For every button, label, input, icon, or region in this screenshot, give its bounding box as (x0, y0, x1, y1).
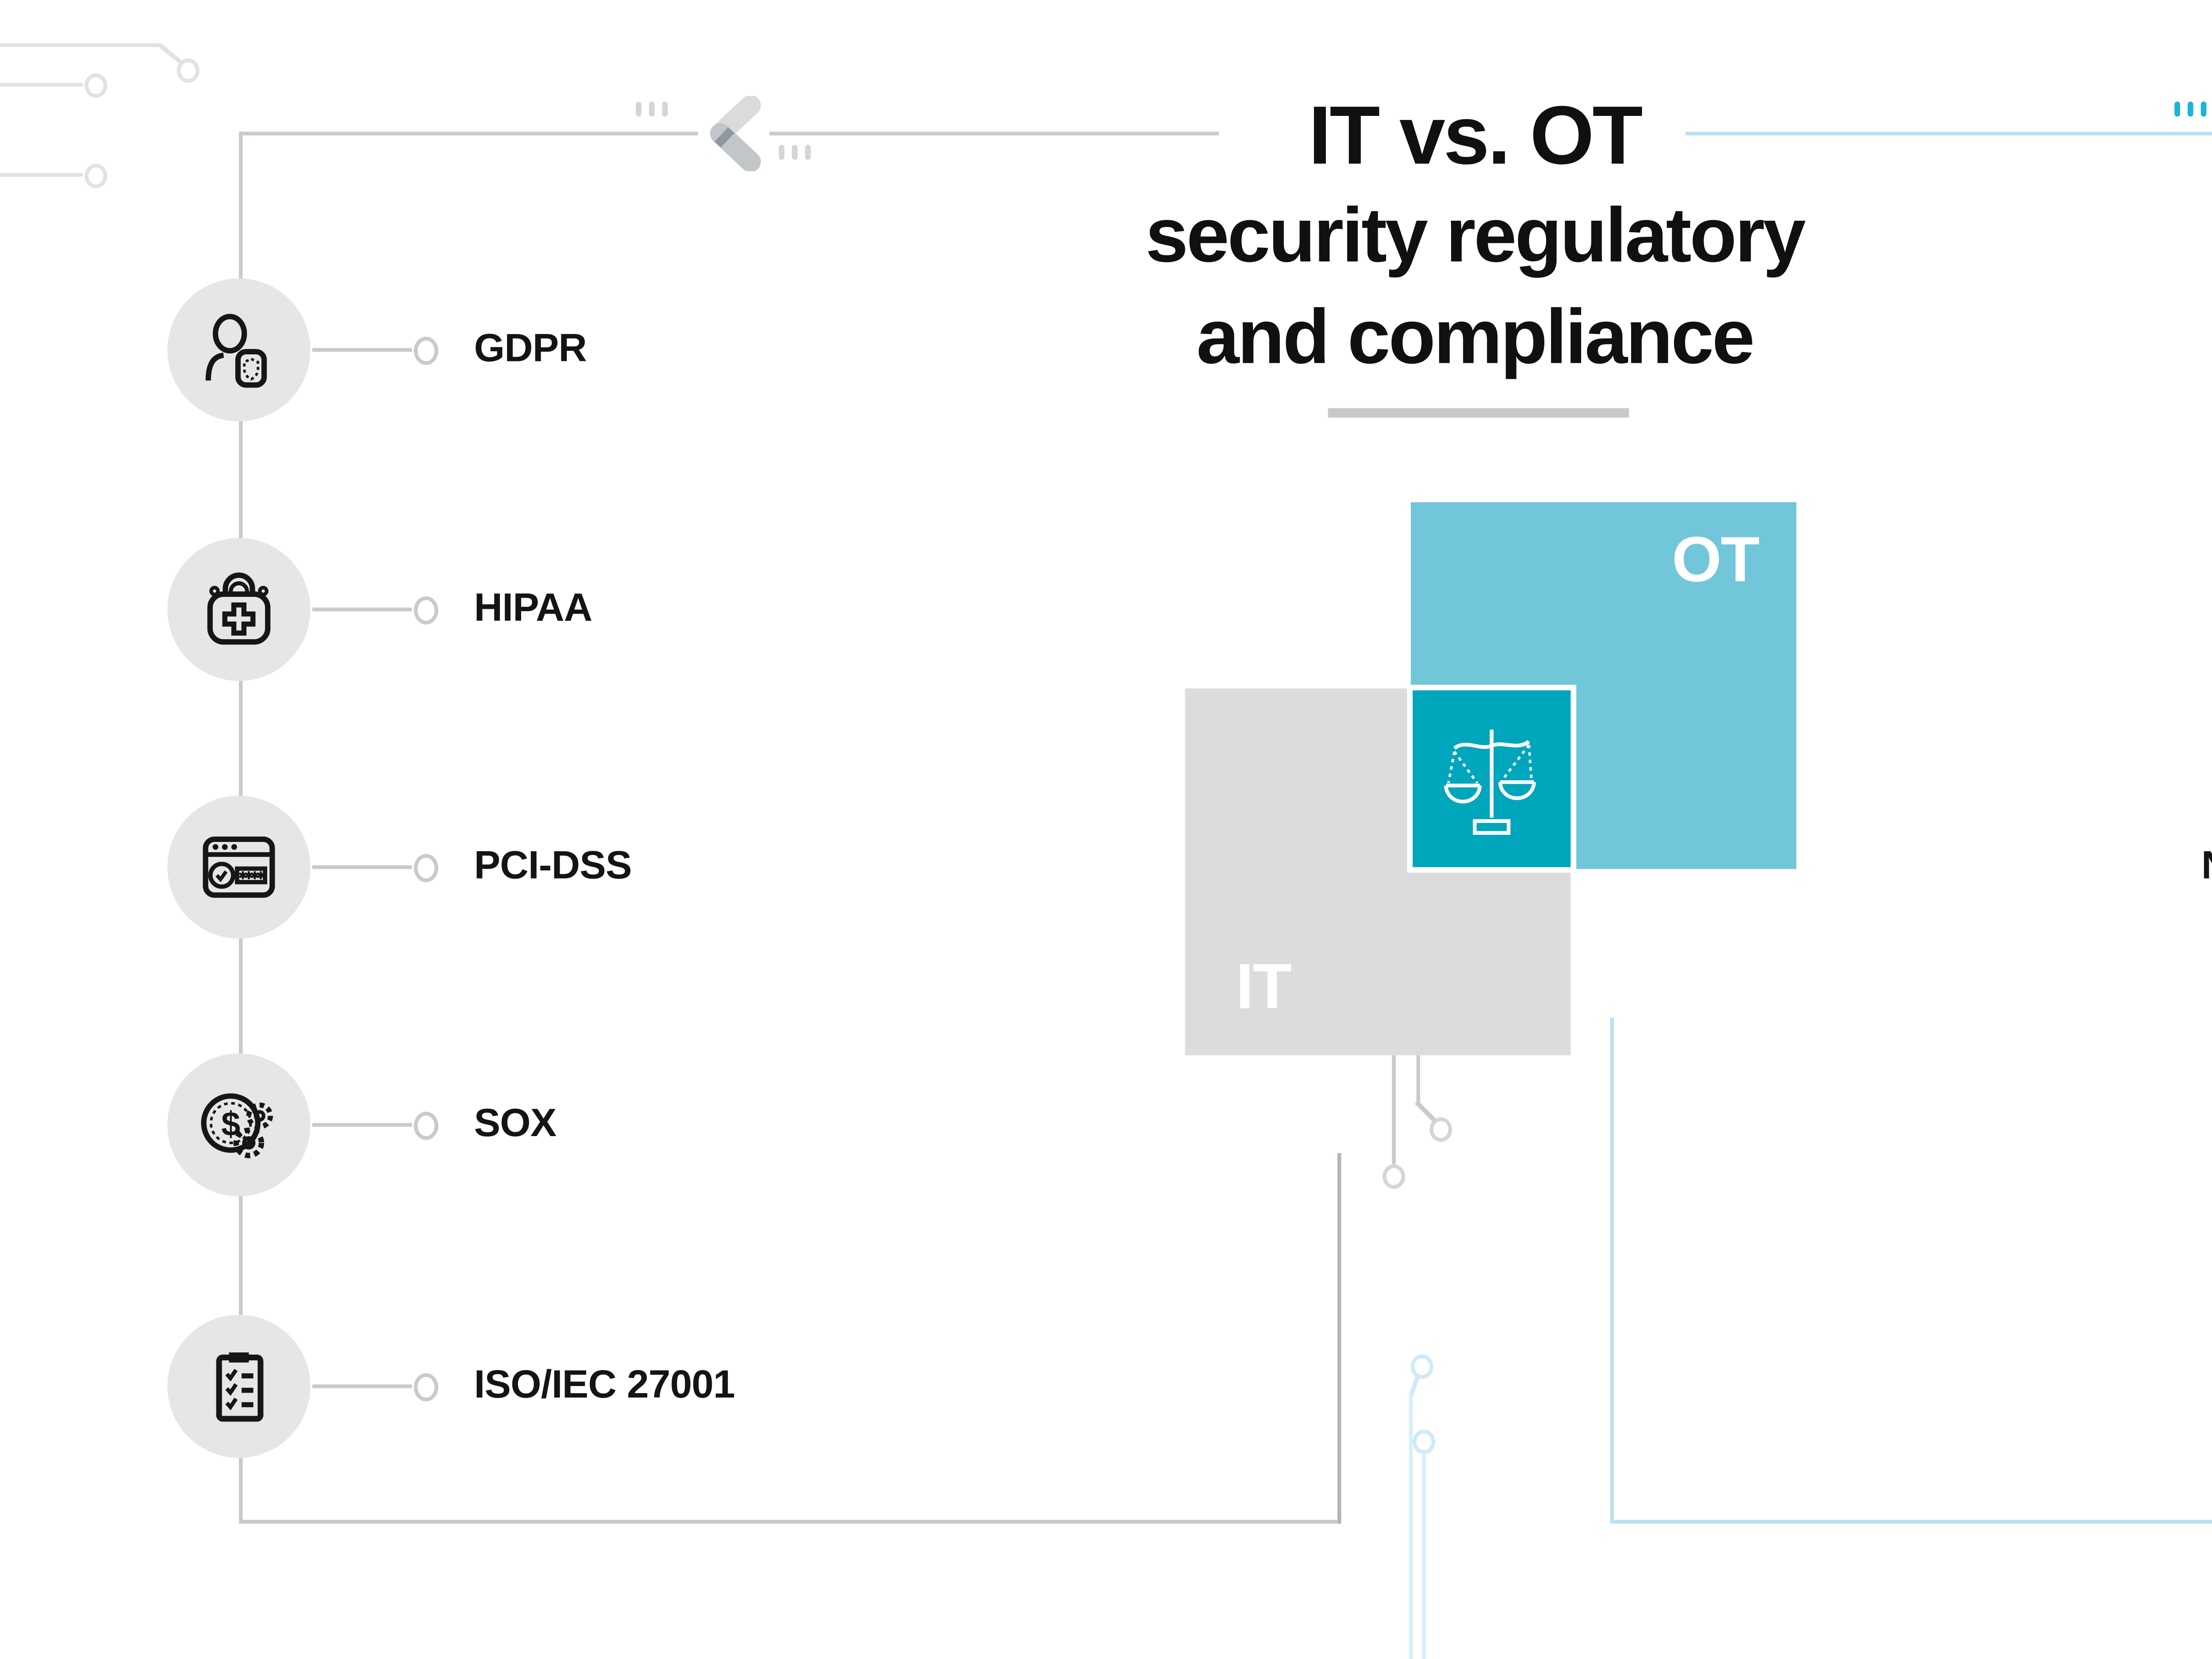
circuit-node (177, 58, 200, 83)
label-iec-62443: IEC 62443 (2032, 583, 2212, 636)
connector-line (312, 865, 412, 870)
circuit-trace (1409, 1394, 1413, 1659)
connector-node (414, 337, 438, 365)
circuit-trace (0, 43, 162, 48)
circuit-node (84, 73, 108, 98)
page-title-line3: and compliance (1196, 293, 1755, 380)
chevron-left-icon (710, 96, 761, 171)
label-isa-iec-61511: ISA/IEC 61511 (2032, 1098, 2212, 1151)
pci-dss-icon-circle (167, 795, 311, 939)
frame-branch-right (1610, 1018, 1615, 1524)
title-rule-right (1685, 131, 2212, 136)
checklist-icon (216, 1352, 264, 1422)
person-shield-icon (205, 314, 267, 388)
circuit-node (1429, 1117, 1452, 1142)
frame-line-bottom-right (1610, 1520, 2212, 1525)
dollar-gears-icon: $ (201, 1093, 273, 1159)
connector-line (312, 1123, 412, 1128)
connector-node (414, 1373, 438, 1402)
circuit-trace (0, 83, 83, 88)
label-sox: SOX (474, 1102, 557, 1146)
title-underline (1328, 408, 1629, 418)
hipaa-icon-circle (167, 538, 311, 681)
frame-branch-left (1337, 1153, 1342, 1524)
frame-line-bottom-left (238, 1520, 1341, 1525)
ellipsis-dots-teal (2174, 101, 2207, 117)
circuit-trace-diagonal (158, 43, 182, 64)
iso-iec-27001-icon-circle (167, 1315, 311, 1458)
connector-node (414, 854, 438, 883)
first-aid-kit-icon (207, 572, 271, 645)
frame-line-top-left (238, 131, 698, 136)
ellipsis-dots-gray (636, 101, 668, 117)
circuit-trace (1422, 1452, 1427, 1659)
scales-icon (1444, 730, 1536, 835)
svg-text:$: $ (221, 1105, 240, 1143)
ot-square-label: OT (1672, 525, 1760, 596)
page-title-line2: security regulatory (1145, 192, 1806, 279)
circuit-trace (1416, 1055, 1421, 1104)
connector-line (312, 348, 412, 353)
circuit-node (84, 163, 108, 188)
sox-icon-circle: $ (167, 1053, 311, 1197)
label-pci-dss: PCI-DSS (474, 845, 632, 888)
gdpr-icon-circle (167, 278, 311, 422)
it-ot-overlap-square (1407, 684, 1577, 873)
connector-node (414, 596, 438, 625)
circuit-trace (1392, 1055, 1397, 1164)
label-nist-sp-800-82: NIST SP 800-82 (2032, 841, 2212, 894)
circuit-node (1382, 1164, 1406, 1189)
circuit-node (1413, 1429, 1436, 1454)
label-nerc-cip: NERC CIP (2032, 323, 2212, 376)
title-rule-left (769, 131, 1219, 136)
connector-node (414, 1111, 438, 1140)
ellipsis-dots-gray (779, 145, 811, 160)
label-hipaa: HIPAA (474, 587, 592, 630)
secure-browser-icon (203, 836, 275, 898)
circuit-node (1410, 1354, 1433, 1379)
label-iso-iec-27001: ISO/IEC 27001 (474, 1363, 735, 1407)
label-gdpr: GDPR (474, 327, 587, 371)
connector-line (312, 1384, 412, 1389)
it-square-label: IT (1236, 952, 1291, 1024)
page-title-line1: IT vs. OT (1308, 90, 1643, 183)
label-cfats: CFATS (2032, 1360, 2212, 1413)
circuit-trace-diagonal (1409, 1374, 1421, 1397)
connector-line (312, 607, 412, 612)
circuit-trace-diagonal (1415, 1101, 1437, 1123)
circuit-trace (0, 173, 83, 178)
